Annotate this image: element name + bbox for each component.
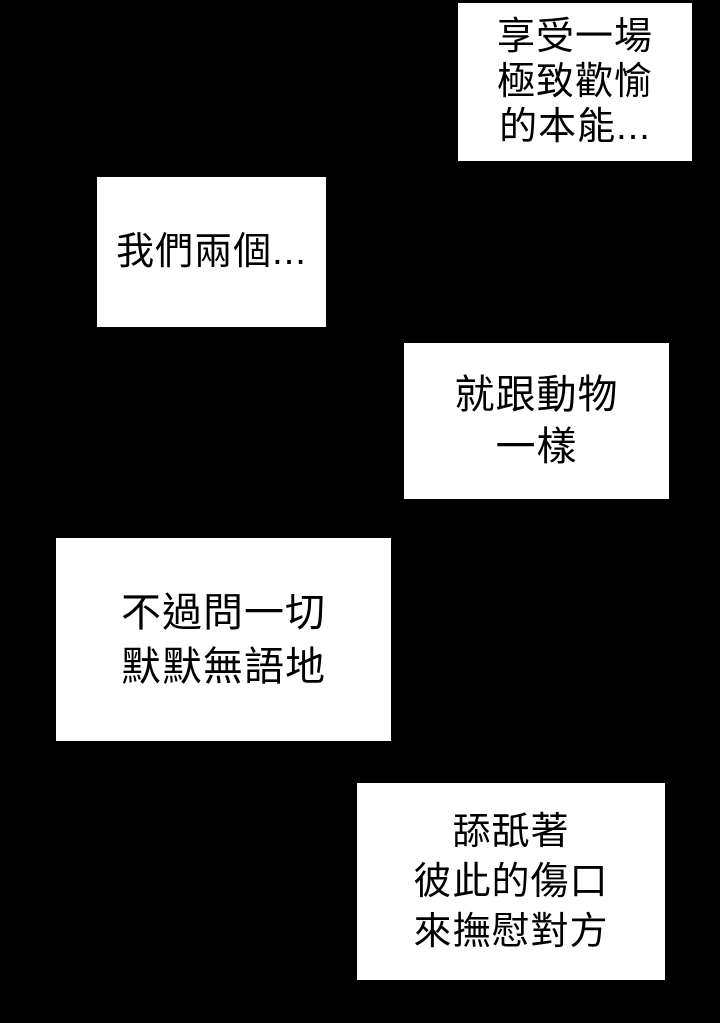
caption-line: 就跟動物 [454, 373, 619, 417]
caption-line: 一樣 [495, 425, 578, 469]
caption-line: 彼此的傷口 [413, 860, 609, 903]
caption-box-middle-left: 不過問一切 默默無語地 [56, 538, 391, 741]
caption-line: 舔舐著 [452, 810, 570, 853]
caption-line: 默默無語地 [121, 644, 326, 689]
caption-line: 不過問一切 [121, 590, 326, 635]
caption-line: 享受一場 [496, 15, 653, 58]
caption-line: 的本能... [499, 105, 651, 148]
caption-line: 我們兩個... [116, 231, 307, 273]
caption-line: 極致歡愉 [496, 60, 653, 103]
caption-box-middle-right: 就跟動物 一樣 [404, 343, 669, 499]
caption-box-upper-left: 我們兩個... [97, 177, 326, 327]
caption-box-top-right: 享受一場 極致歡愉 的本能... [458, 3, 692, 161]
caption-line: 來撫慰對方 [413, 910, 609, 953]
caption-box-bottom: 舔舐著 彼此的傷口 來撫慰對方 [357, 783, 665, 980]
